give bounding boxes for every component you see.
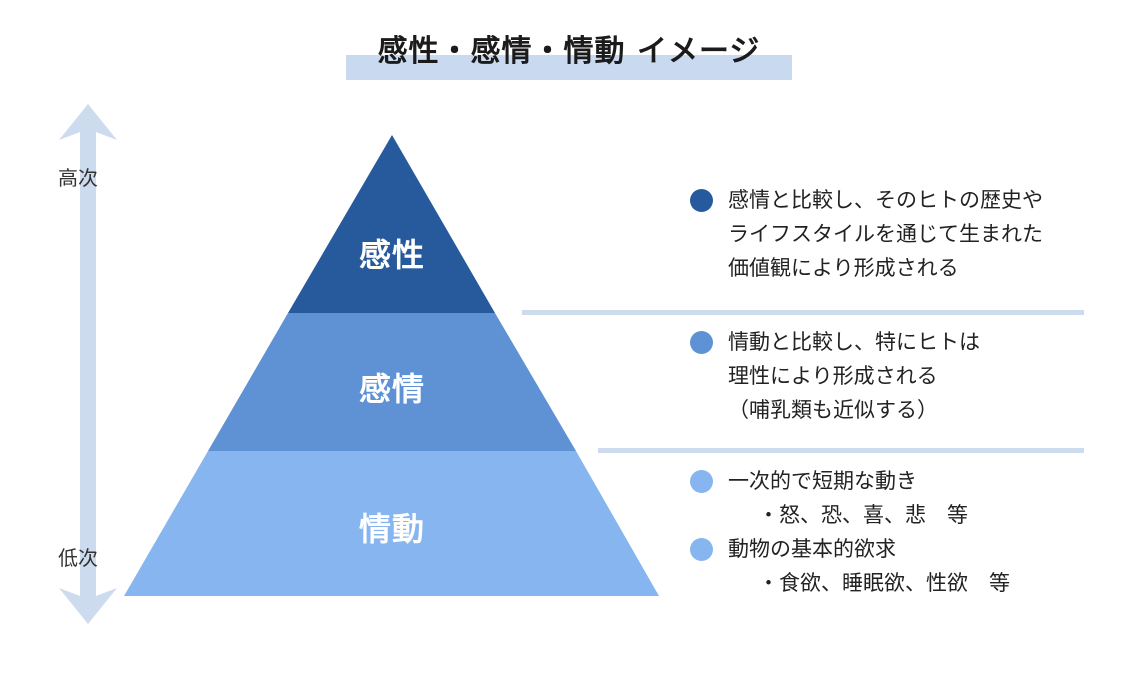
bullet-dot-icon (690, 470, 713, 493)
description-bottom: 一次的で短期な動き ・怒、恐、喜、悲 等 動物の基本的欲求 ・食欲、睡眠欲、性欲… (690, 464, 1010, 600)
description-item: 一次的で短期な動き (690, 464, 1010, 498)
description-line: 情動と比較し、特にヒトは (728, 330, 980, 354)
description-subitem: ・怒、恐、喜、悲 等 (690, 498, 1010, 532)
description-line: （哺乳類も近似する） (728, 398, 938, 422)
separator-line-top (522, 310, 1084, 315)
title-highlight-band (346, 55, 792, 80)
pyramid-tier-top (288, 135, 495, 313)
axis-shaft (80, 130, 96, 600)
description-line: ・怒、恐、喜、悲 等 (758, 503, 968, 527)
description-item: 情動と比較し、特にヒトは 理性により形成される （哺乳類も近似する） (690, 325, 980, 427)
arrow-up-icon (59, 104, 117, 140)
description-item: 動物の基本的欲求 (690, 532, 1010, 566)
tier-label-middle: 感情 (358, 370, 425, 408)
description-line: 価値観により形成される (728, 256, 959, 280)
bullet-dot-icon (690, 189, 713, 212)
tier-label-top: 感性 (358, 236, 425, 274)
pyramid-tier-bottom (124, 451, 659, 596)
description-line: 動物の基本的欲求 (728, 537, 896, 561)
vertical-axis-arrow (59, 104, 117, 624)
description-item: 感情と比較し、そのヒトの歴史や ライフスタイルを通じて生まれた 価値観により形成… (690, 183, 1043, 285)
title-block: 感性・感情・情動 イメージ (346, 30, 792, 82)
description-subitem: ・食欲、睡眠欲、性欲 等 (690, 566, 1010, 600)
tier-label-bottom: 情動 (358, 510, 425, 548)
description-line: ・食欲、睡眠欲、性欲 等 (758, 571, 1010, 595)
bullet-dot-icon (690, 331, 713, 354)
description-top: 感情と比較し、そのヒトの歴史や ライフスタイルを通じて生まれた 価値観により形成… (690, 183, 1043, 285)
description-middle: 情動と比較し、特にヒトは 理性により形成される （哺乳類も近似する） (690, 325, 980, 427)
arrow-down-icon (59, 588, 117, 624)
description-line: 感情と比較し、そのヒトの歴史や (728, 188, 1043, 212)
description-line: 一次的で短期な動き (728, 469, 917, 493)
separator-line-bottom (598, 448, 1084, 453)
page-title: 感性・感情・情動 イメージ (377, 34, 761, 69)
pyramid-tier-middle (208, 313, 576, 451)
description-line: ライフスタイルを通じて生まれた (728, 222, 1043, 246)
bullet-dot-icon (690, 538, 713, 561)
description-line: 理性により形成される (728, 364, 938, 388)
axis-label-low: 低次 (58, 546, 98, 570)
axis-label-high: 高次 (58, 166, 98, 190)
